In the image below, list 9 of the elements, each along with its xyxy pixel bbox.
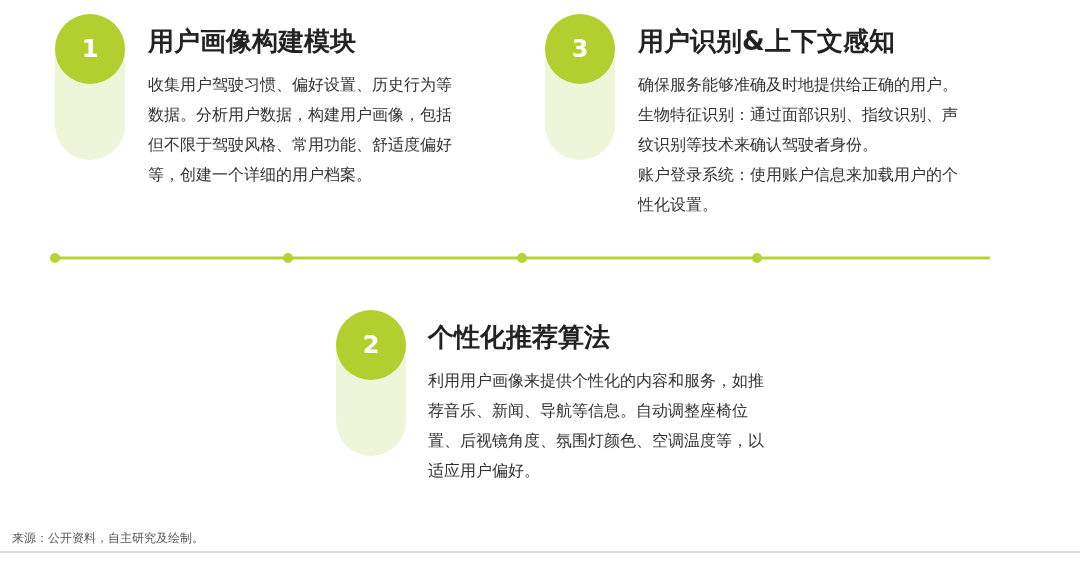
description: 生物特征识别：通过面部识别、指纹识别、声纹识别等技术来确认驾驶者身份。 [638,105,959,156]
heading: 用户识别&上下文感知 [638,25,896,58]
description: 确保服务能够准确及时地提供给正确的用户。 [638,75,959,96]
description: 收集用户驾驶习惯、偏好设置、历史行为等数据。分析用户数据，构建用户画像，包括但不限于驾驶风格、常用功能、舒适度偏好等，创建一个详细的用户档案。 [148,75,453,186]
description: 账户登录系统：使用账户信息来加载用户的个性化设置。 [638,165,959,216]
description: 利用用户画像来提供个性化的内容和服务，如推荐音乐、新闻、导航等信息。自动调整座椅位置、后视镜角度、氛围灯颜色、空调温度等，以适应用户偏好。 [428,371,765,482]
source-note: 来源：公开资料，自主研究及绘制。 [12,530,204,547]
heading: 个性化推荐算法 [428,321,611,354]
heading: 用户画像构建模块 [148,25,357,58]
